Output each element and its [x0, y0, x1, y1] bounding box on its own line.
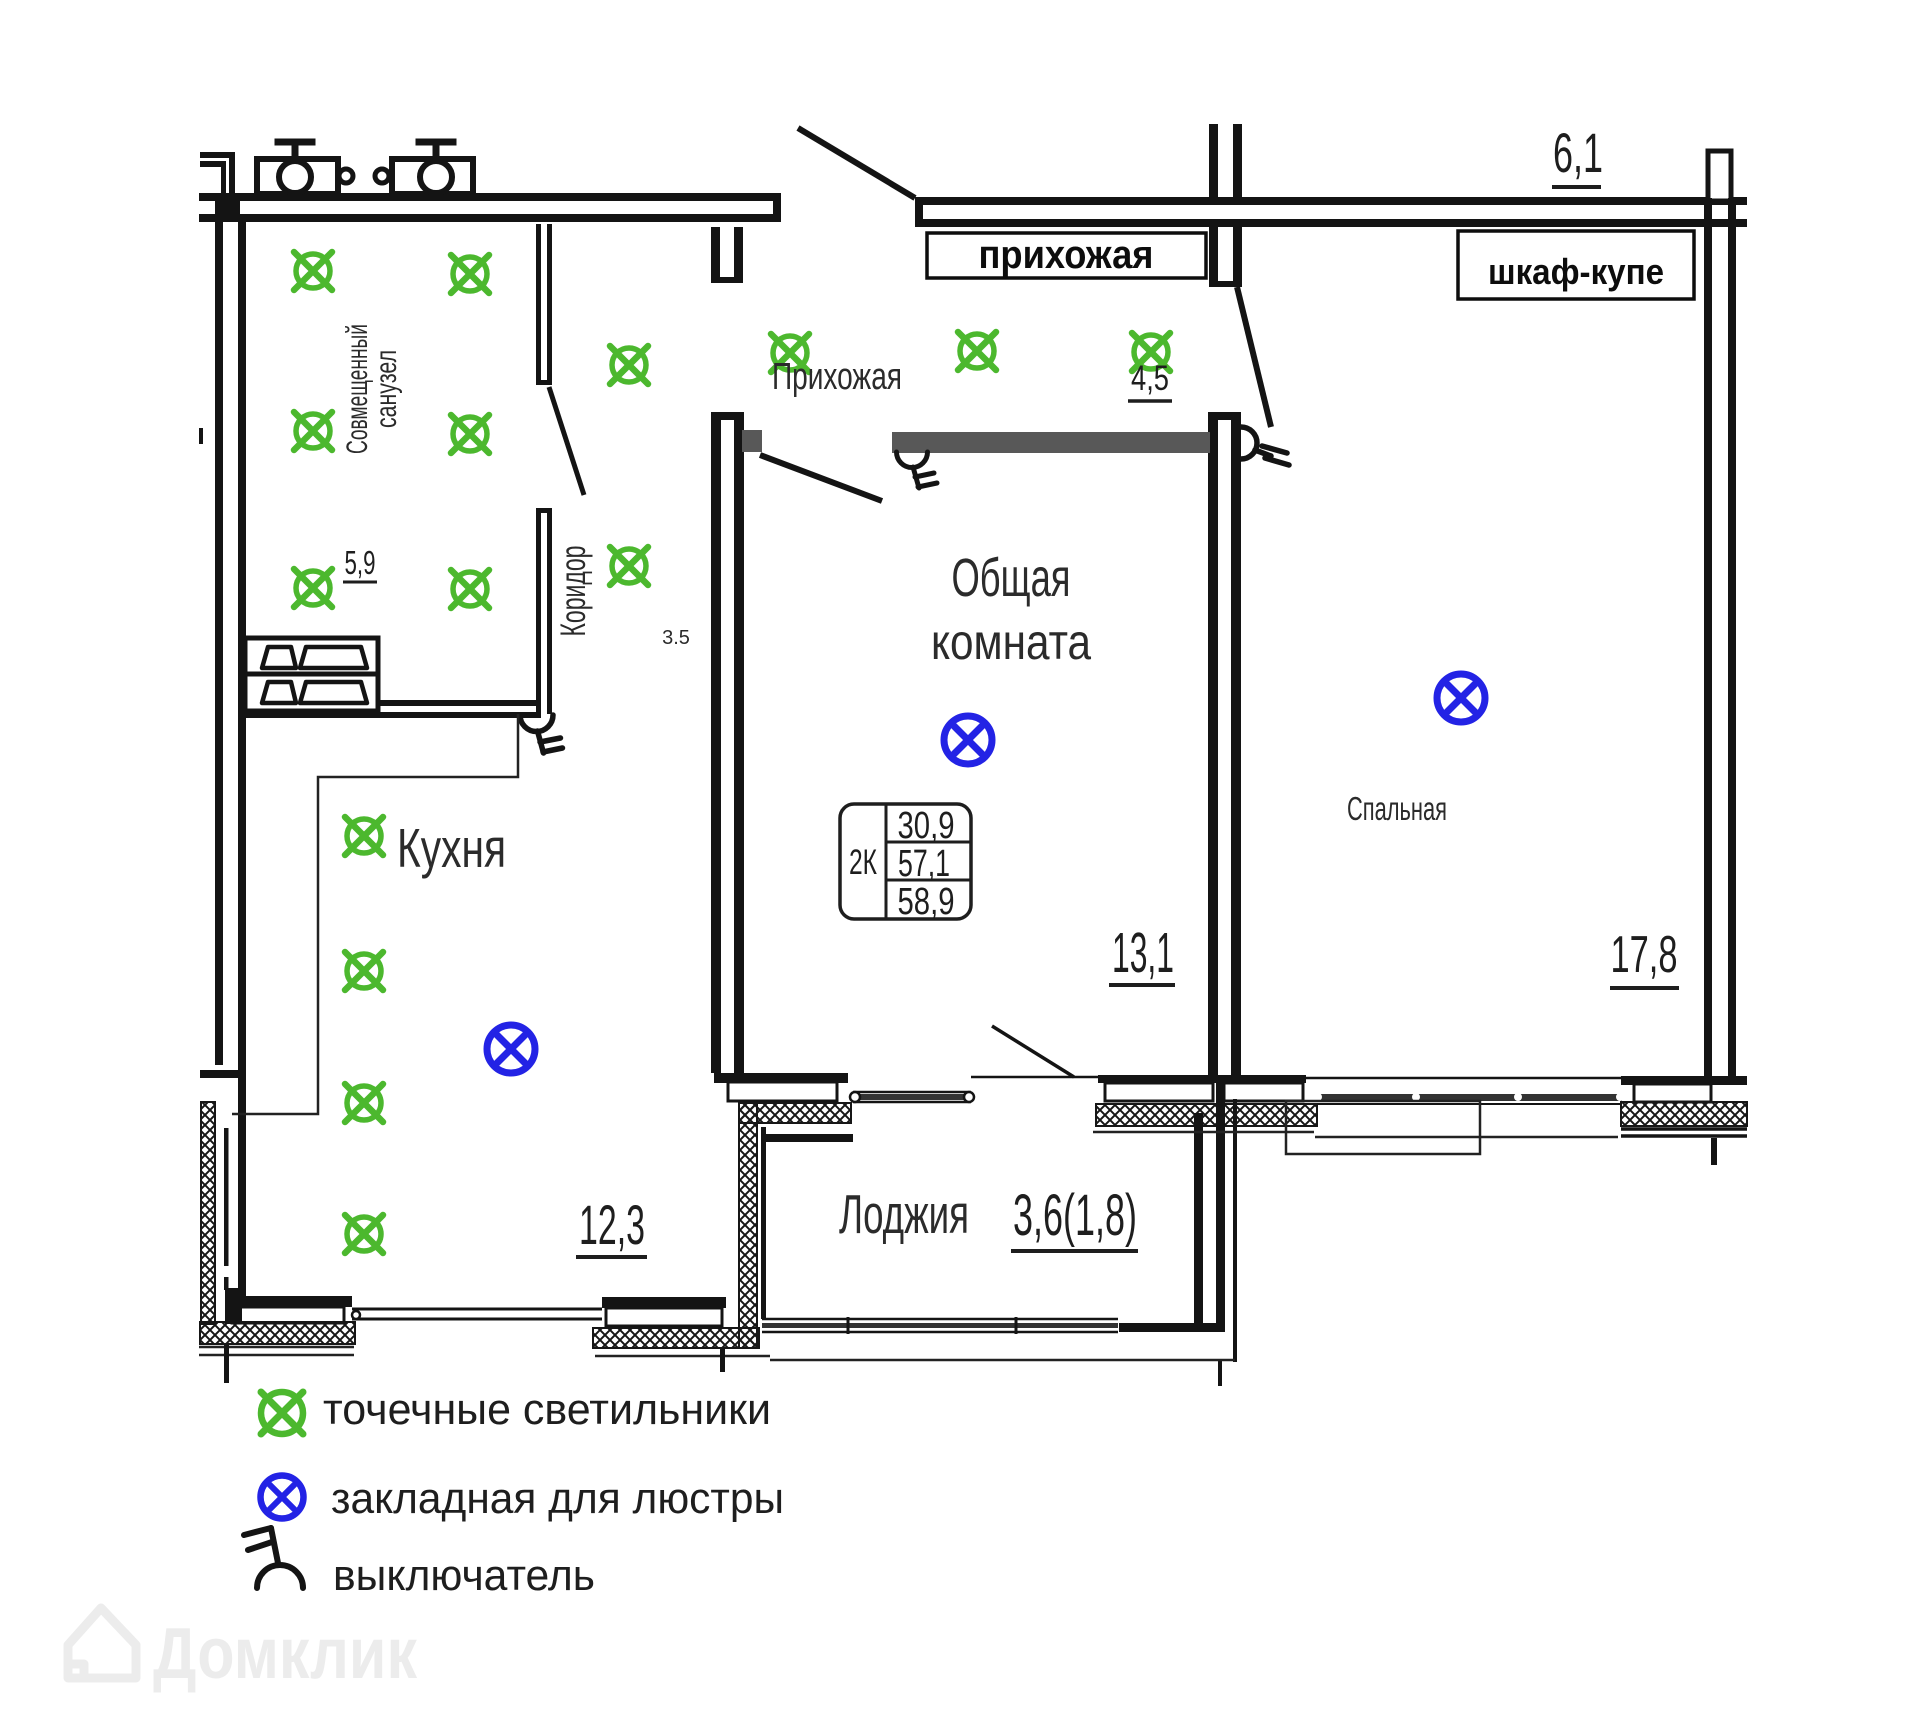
- svg-text:3,6(1,8): 3,6(1,8): [1013, 1183, 1137, 1248]
- svg-text:Коридор: Коридор: [554, 546, 593, 637]
- svg-text:17,8: 17,8: [1611, 926, 1678, 984]
- svg-text:Прихожая: Прихожая: [772, 356, 902, 398]
- svg-text:58,9: 58,9: [898, 881, 955, 923]
- svg-text:выключатель: выключатель: [333, 1551, 595, 1600]
- svg-text:57,1: 57,1: [898, 843, 950, 885]
- svg-text:Совмещенный: Совмещенный: [341, 324, 374, 454]
- svg-text:3.5: 3.5: [662, 627, 690, 649]
- svg-text:13,1: 13,1: [1112, 921, 1174, 985]
- svg-text:санузел: санузел: [370, 350, 403, 428]
- svg-text:Домклик: Домклик: [153, 1614, 418, 1694]
- svg-text:4,5: 4,5: [1131, 359, 1169, 398]
- svg-text:5,9: 5,9: [345, 544, 376, 581]
- svg-text:закладная для люстры: закладная для люстры: [331, 1474, 784, 1523]
- svg-text:2К: 2К: [849, 843, 877, 882]
- svg-text:точечные светильники: точечные светильники: [323, 1385, 771, 1434]
- svg-text:Спальная: Спальная: [1347, 790, 1447, 827]
- svg-text:Кухня: Кухня: [397, 817, 506, 879]
- svg-text:Лоджия: Лоджия: [839, 1183, 969, 1245]
- svg-text:шкаф-купе: шкаф-купе: [1488, 251, 1664, 292]
- svg-text:комната: комната: [931, 614, 1091, 670]
- svg-text:Общая: Общая: [952, 548, 1071, 608]
- svg-text:6,1: 6,1: [1553, 121, 1603, 184]
- svg-text:30,9: 30,9: [898, 805, 955, 847]
- svg-text:12,3: 12,3: [579, 1193, 645, 1256]
- svg-text:прихожая: прихожая: [979, 233, 1154, 277]
